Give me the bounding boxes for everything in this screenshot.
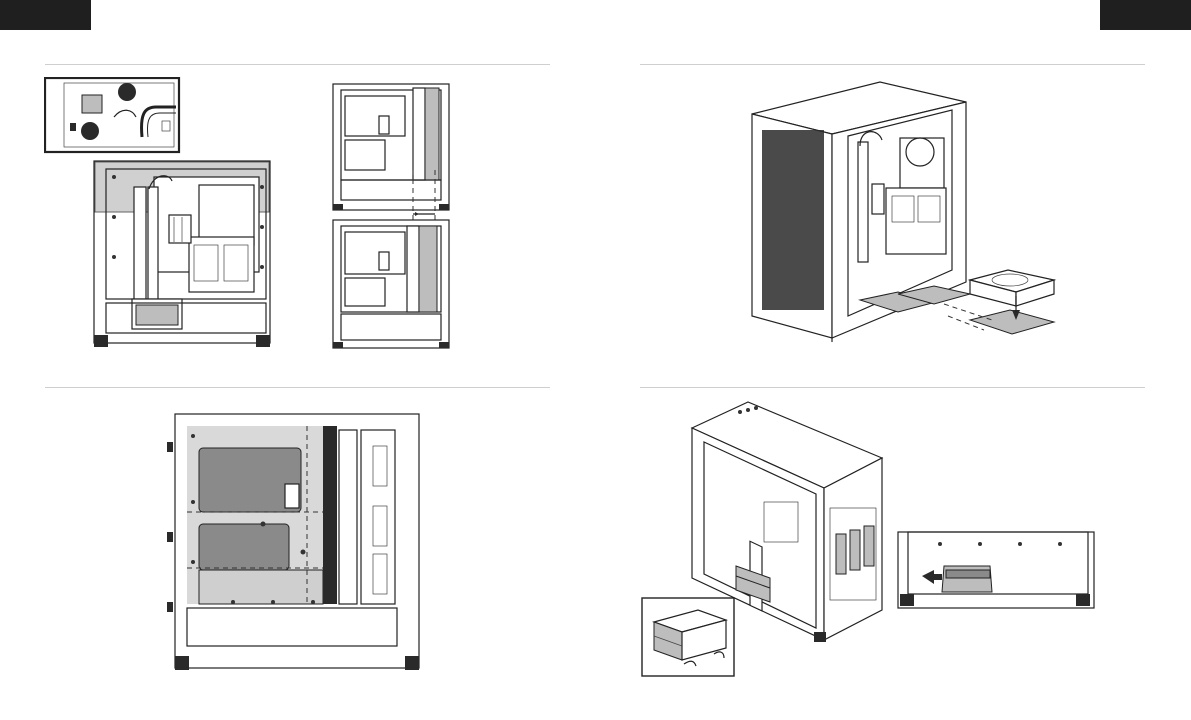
right-page-tab — [1100, 0, 1191, 30]
case-isometric-cage-icon — [640, 398, 1096, 678]
section-divider — [45, 64, 550, 65]
tray-before-after-figure — [327, 80, 455, 352]
case-side-view-highlighted-icon — [163, 412, 421, 678]
case-side-view-with-zoom-inset-icon — [44, 77, 280, 352]
drive-cage-install-figure — [748, 80, 1064, 342]
radiator-mount-figure — [44, 77, 280, 352]
left-page-tab — [0, 0, 91, 30]
case-side-views-stacked-icon — [327, 80, 455, 352]
section-divider — [640, 64, 1145, 65]
side-panel-shaded-figure — [163, 412, 421, 678]
section-divider — [45, 387, 550, 388]
drive-cage-removal-figure — [640, 398, 1096, 678]
case-isometric-hdd-icon — [748, 80, 1064, 342]
section-divider — [640, 387, 1145, 388]
